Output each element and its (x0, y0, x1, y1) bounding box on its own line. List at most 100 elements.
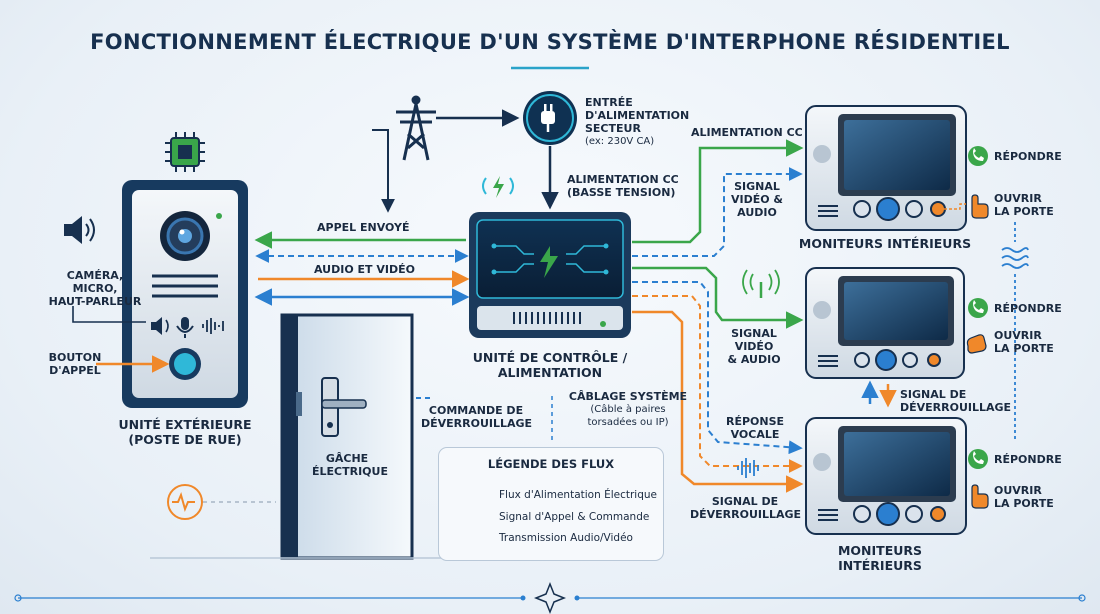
hand-icon (971, 484, 989, 509)
outdoor-unit (122, 180, 248, 408)
answer-label-1: RÉPONDRE (994, 150, 1062, 163)
power-entry-line1: ENTRÉE (585, 96, 633, 109)
cabling-line2: (Câble à paires (590, 404, 666, 415)
unlock-to-monitor-3 (632, 310, 804, 493)
unlock-cmd-label: COMMANDE DE DÉVERROUILLAGE (421, 404, 533, 430)
strike-line1: GÂCHE (325, 452, 369, 465)
dc-to-monitors-label: ALIMENTATION CC (691, 126, 803, 139)
open-door-1-line1: OUVRIR (994, 192, 1042, 205)
open-door-label-1: OUVRIR LA PORTE (994, 192, 1054, 218)
monitors-top-label: MONITEURS INTÉRIEURS (798, 236, 972, 251)
unlock-cmd-line2: DÉVERROUILLAGE (421, 417, 533, 430)
camera-line3: HAUT-PARLEUR (48, 295, 142, 308)
open-door-leader (944, 203, 966, 210)
waveform-icon (202, 318, 224, 334)
lightning-icon (482, 176, 514, 198)
dc-low-line1: ALIMENTATION CC (567, 173, 679, 186)
strike-line2: ÉLECTRIQUE (312, 465, 388, 478)
signal-av-b-line1: SIGNAL (731, 327, 777, 340)
audio-to-monitor-3 (632, 295, 803, 473)
pylon-icon (396, 95, 436, 161)
monitors-bottom-line1: MONITEURS (837, 543, 923, 558)
unlock-between-label: SIGNAL DE DÉVERROUILLAGE (900, 388, 1011, 414)
call-button-line1: BOUTON (48, 351, 102, 364)
indoor-monitor-2 (805, 267, 965, 379)
call-button-line2: D'APPEL (49, 364, 101, 377)
power-plug-icon (523, 91, 577, 145)
unlock-between-line2: DÉVERROUILLAGE (900, 401, 1012, 414)
waveform-icon (167, 484, 276, 520)
outdoor-unit-label: UNITÉ EXTÉRIEURE (POSTE DE RUE) (100, 417, 270, 447)
signal-av-a-line1: SIGNAL (734, 180, 780, 193)
open-door-1-line2: LA PORTE (994, 205, 1054, 218)
camera-mic-speaker-label: CAMÉRA, MICRO, HAUT-PARLEUR (42, 269, 148, 308)
control-unit (469, 212, 631, 338)
mains-to-outdoor-arrow (372, 129, 395, 213)
microphone-icon (176, 317, 194, 338)
control-unit-line1: UNITÉ DE CONTRÔLE / (472, 350, 628, 365)
voice-reply-line1: RÉPONSE (725, 415, 785, 428)
answer-label-2: RÉPONDRE (994, 302, 1062, 315)
outdoor-unit-line2: (POSTE DE RUE) (128, 432, 242, 447)
electric-strike-label: GÂCHE ÉLECTRIQUE (312, 452, 388, 478)
legend-audio-label: Transmission Audio/Vidéo (499, 532, 633, 544)
unlock-between-line1: SIGNAL DE (900, 388, 967, 401)
power-to-monitor-2 (632, 266, 804, 329)
antenna-icon (742, 269, 780, 298)
outdoor-unit-line1: UNITÉ EXTÉRIEURE (118, 417, 252, 432)
page-title: FONCTIONNEMENT ÉLECTRIQUE D'UN SYSTÈME D… (90, 30, 1010, 54)
legend-power-label: Flux d'Alimentation Électrique (499, 489, 657, 501)
chip-icon (165, 132, 205, 172)
legend: LÉGENDE DES FLUX Flux d'Alimentation Éle… (438, 447, 664, 561)
power-entry-line2: D'ALIMENTATION (585, 109, 690, 122)
phone-icon (968, 449, 988, 469)
open-door-label-3: OUVRIR LA PORTE (994, 484, 1054, 510)
open-door-label-2: OUVRIR LA PORTE (994, 329, 1054, 355)
monitors-bottom-line2: INTÉRIEURS (838, 558, 922, 573)
camera-line2: MICRO, (72, 282, 118, 295)
signal-av-b-label: SIGNAL VIDÉO & AUDIO (722, 327, 786, 366)
voice-reply-line2: VOCALE (730, 428, 780, 441)
legend-signal-label: Signal d'Appel & Commande (499, 511, 650, 523)
voice-reply-label: RÉPONSE VOCALE (722, 415, 788, 441)
signal-av-b-line3: & AUDIO (727, 353, 781, 366)
door (150, 313, 540, 560)
answer-label-3: RÉPONDRE (994, 453, 1062, 466)
power-entry-label: ENTRÉE D'ALIMENTATION SECTEUR (ex: 230V … (585, 96, 689, 148)
indoor-monitor-1 (805, 105, 967, 231)
phone-icon (968, 146, 988, 166)
call-button-label: BOUTON D'APPEL (40, 351, 110, 377)
camera-connector (72, 306, 146, 323)
cabling-label: CÂBLAGE SYSTÈME (Câble à paires torsadée… (568, 390, 688, 429)
waveform-icon (737, 458, 759, 478)
cabling-line3: torsadées ou IP) (587, 417, 669, 428)
unlock-cmd-line1: COMMANDE DE (428, 404, 524, 417)
speaker-icon (64, 216, 95, 244)
power-entry-line3: SECTEUR (585, 122, 641, 135)
monitors-bottom-label: MONITEURS INTÉRIEURS (800, 543, 960, 573)
unlock-signal-line2: DÉVERROUILLAGE (690, 508, 802, 521)
cabling-line1: CÂBLAGE SYSTÈME (568, 390, 688, 403)
power-to-monitor-1 (632, 139, 804, 244)
signal-av-b-line2: VIDÉO (734, 340, 774, 353)
open-door-3-line2: LA PORTE (994, 497, 1054, 510)
indoor-monitor-3 (805, 417, 967, 535)
footer-divider (14, 581, 1086, 614)
dc-low-label: ALIMENTATION CC (BASSE TENSION) (567, 173, 679, 199)
phone-icon (968, 298, 988, 318)
signal-av-a-label: SIGNAL VIDÉO & AUDIO (727, 180, 787, 219)
signal-to-monitor-1 (632, 167, 803, 257)
legend-title: LÉGENDE DES FLUX (487, 457, 615, 471)
signal-av-a-line3: AUDIO (737, 206, 777, 219)
open-door-2-line2: LA PORTE (994, 342, 1054, 355)
signal-av-a-line2: VIDÉO & (730, 193, 784, 206)
camera-line1: CAMÉRA, (66, 269, 124, 282)
open-door-3-line1: OUVRIR (994, 484, 1042, 497)
wifi-icon (1001, 222, 1029, 440)
open-door-2-line1: OUVRIR (994, 329, 1042, 342)
unlock-signal-label: SIGNAL DE DÉVERROUILLAGE (690, 495, 802, 521)
hand-icon (966, 334, 987, 354)
hand-icon (971, 194, 989, 219)
